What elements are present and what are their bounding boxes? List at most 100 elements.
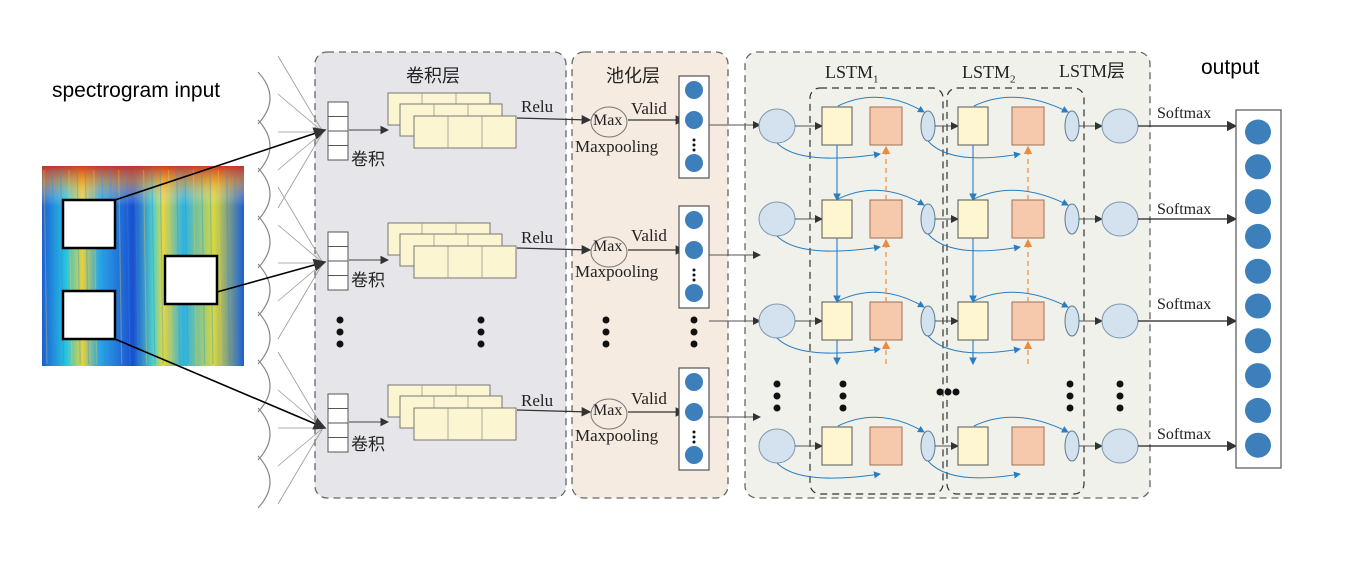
lstm-final-node <box>1101 201 1139 237</box>
kernel-cell <box>327 130 349 146</box>
conv-pool-row-1 <box>327 75 761 179</box>
relu-label: Relu <box>521 228 554 247</box>
lstm-ellipsis-horizontal <box>936 388 960 396</box>
lstm1-cell-forward <box>821 301 853 341</box>
dot <box>773 392 781 400</box>
lstm-section-box <box>744 51 1151 499</box>
softmax-label-2: Softmax <box>1157 201 1212 218</box>
lstm-ellipsis-2 <box>839 380 847 412</box>
lstm-cross-arrow <box>927 233 1021 252</box>
lstm1-skip-arrow <box>837 189 925 206</box>
input-arc <box>257 359 271 413</box>
dot <box>1116 380 1124 388</box>
dot <box>692 268 696 272</box>
fan-line <box>277 351 324 429</box>
spectrogram-texture <box>51 169 56 365</box>
lstm-final-node <box>1101 108 1139 144</box>
lstm-row-1 <box>758 96 1238 159</box>
pooled-node <box>685 403 703 421</box>
lstm1-output-node <box>920 203 936 235</box>
dot <box>336 340 344 348</box>
pooled-ellipsis <box>692 268 696 282</box>
kernel-cell <box>327 393 349 409</box>
spectrogram-input-label: spectrogram input <box>52 79 221 102</box>
receptive-window-3 <box>61 289 117 341</box>
lstm-input-node <box>758 108 796 144</box>
input-arc <box>257 215 271 269</box>
output-node <box>1245 293 1271 319</box>
dot <box>936 388 944 396</box>
conv-section-title: 卷积层 <box>406 66 460 86</box>
dot <box>477 316 485 324</box>
conv-pool-row-3 <box>327 367 761 471</box>
input-arc <box>257 311 271 365</box>
softmax-label-4: Softmax <box>1157 426 1212 443</box>
lstm2-cell-backward <box>1011 106 1045 146</box>
valid-label: Valid <box>631 389 667 408</box>
lstm-cross-arrow <box>776 337 881 354</box>
kernel-cell <box>327 260 349 276</box>
pooled-node <box>685 81 703 99</box>
pooled-node <box>685 284 703 302</box>
lstm2-skip-arrow <box>973 189 1069 206</box>
lstm2-cell-backward <box>1011 426 1045 466</box>
conv-label: 卷积 <box>351 435 385 454</box>
dot <box>692 435 696 439</box>
lstm-cross-arrow <box>776 235 881 252</box>
lstm2-subscript: 2 <box>1010 73 1016 86</box>
dot <box>1066 392 1074 400</box>
pooled-node <box>685 241 703 259</box>
output-node <box>1245 154 1271 180</box>
fan-line <box>277 186 324 264</box>
conv-label: 卷积 <box>351 271 385 290</box>
relu-label: Relu <box>521 391 554 410</box>
fan-line <box>277 427 324 467</box>
input-arcs <box>257 71 271 509</box>
lstm-row-2 <box>758 189 1238 252</box>
output-node <box>1245 258 1271 284</box>
pool-ellipsis-2 <box>690 316 698 348</box>
pooled-node <box>685 446 703 464</box>
max-label: Max <box>593 238 623 255</box>
fan-line <box>277 93 324 133</box>
lstm2-skip-arrow <box>973 416 1069 433</box>
pooled-node <box>685 373 703 391</box>
output-node <box>1245 119 1271 145</box>
output-node <box>1245 328 1271 354</box>
lstm2-cell-forward <box>957 106 989 146</box>
dot <box>477 328 485 336</box>
output-node <box>1245 397 1271 423</box>
fan-line <box>277 131 324 209</box>
dot <box>602 340 610 348</box>
fan-line <box>277 224 324 264</box>
feature-map-3 <box>413 407 517 441</box>
lstm2-output-node <box>1064 305 1080 337</box>
lstm1-output-node <box>920 305 936 337</box>
dot <box>692 138 696 142</box>
dot <box>773 380 781 388</box>
spectrogram-texture <box>159 169 164 365</box>
lstm-row-4 <box>758 416 1238 479</box>
dot <box>944 388 952 396</box>
pool-ellipsis-1 <box>602 316 610 348</box>
lstm2-output-node <box>1064 203 1080 235</box>
dot <box>1116 392 1124 400</box>
kernel-cell <box>327 437 349 453</box>
dot <box>692 148 696 152</box>
lstm-cross-arrow <box>927 460 1021 479</box>
dot <box>839 404 847 412</box>
max-circle <box>590 106 628 138</box>
lstm1-cell-backward <box>869 301 903 341</box>
conv-ellipsis-2 <box>477 316 485 348</box>
softmax-label-3: Softmax <box>1157 296 1212 313</box>
lstm2-skip-arrow <box>973 96 1069 113</box>
lstm1-skip-arrow <box>837 416 925 433</box>
dot <box>692 273 696 277</box>
output-label: output <box>1201 56 1260 79</box>
spectrogram-texture <box>118 169 123 365</box>
lstm2-output-node <box>1064 110 1080 142</box>
lstm2-cell-backward <box>1011 301 1045 341</box>
input-arc <box>257 407 271 461</box>
softmax-label-1: Softmax <box>1157 105 1212 122</box>
